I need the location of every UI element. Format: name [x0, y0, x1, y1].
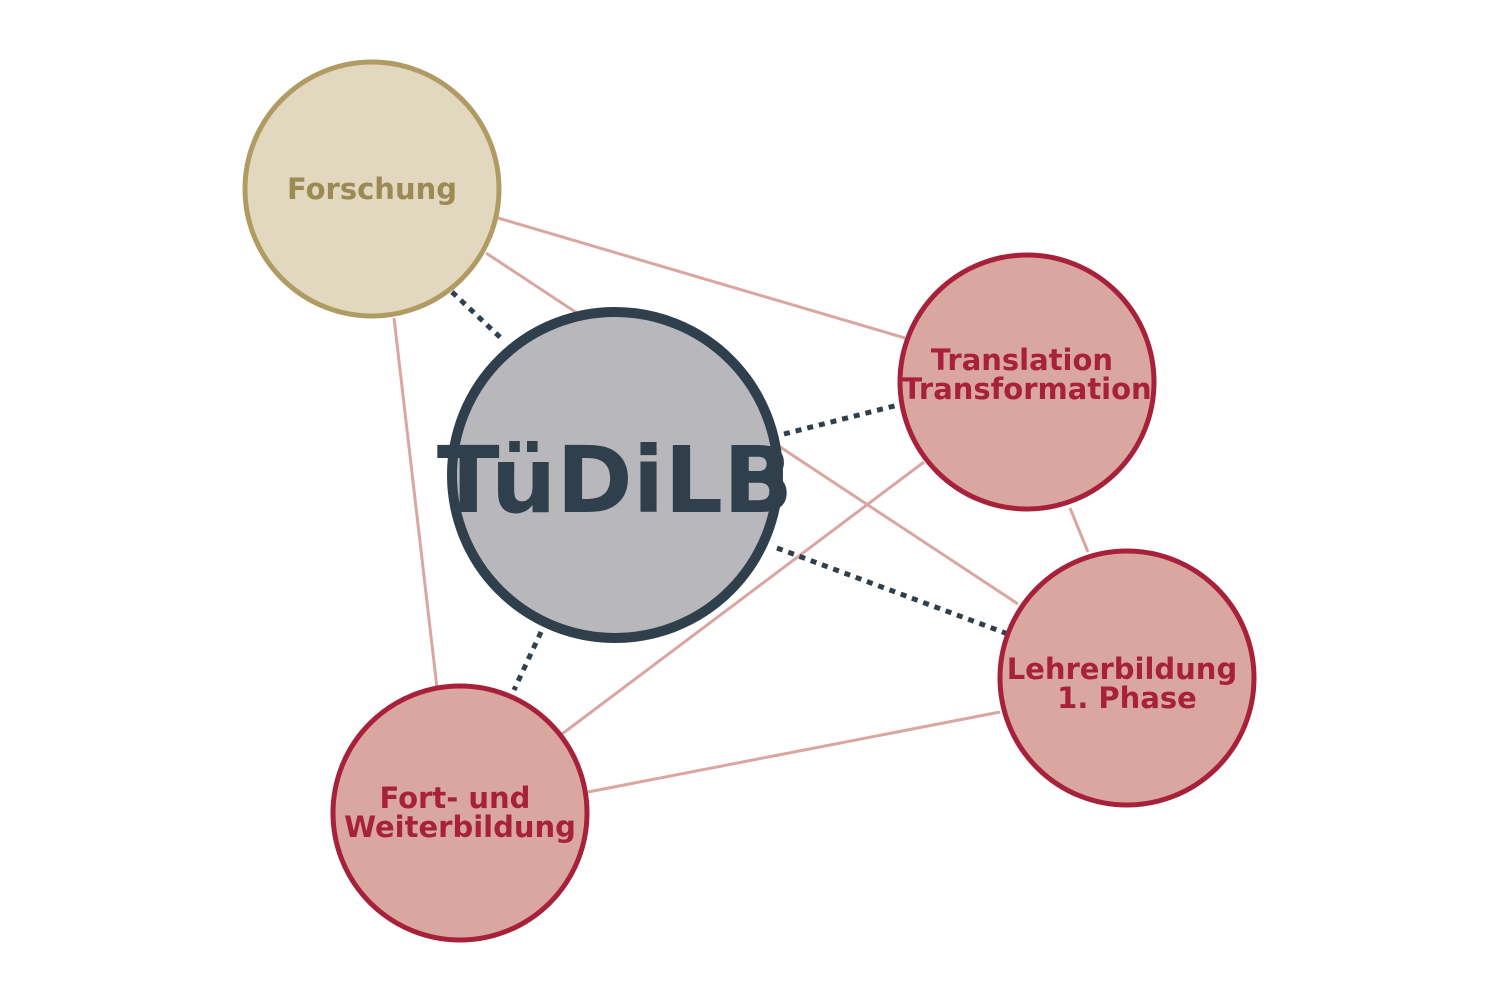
node-center-circle: [447, 307, 783, 643]
node-translation: Translation Transformation: [897, 252, 1157, 512]
link-translation-lehrerbildung: [1068, 507, 1090, 553]
node-forschung-circle: [242, 59, 502, 319]
node-lehrerbildung-label: Lehrerbildung 1. Phase: [1007, 652, 1248, 715]
dotted-link-center-lehrerbildung: [776, 545, 1009, 637]
node-translation-label: Translation Transformation: [902, 343, 1151, 406]
link-translation-fortbildung: [561, 460, 925, 736]
dotted-links: [450, 290, 1009, 692]
node-forschung-label: Forschung: [287, 172, 457, 206]
solid-links: [392, 216, 1090, 794]
node-center-tudilb: TüDiLB: [437, 307, 793, 643]
node-lehrerbildung: Lehrerbildung 1. Phase: [997, 548, 1257, 808]
node-fortbildung-circle: [330, 683, 590, 943]
center-title: TüDiLB: [437, 427, 793, 534]
node-fortbildung: Fort- und Weiterbildung: [330, 683, 590, 943]
dotted-link-center-fortbildung: [511, 630, 544, 692]
dotted-link-center-translation: [783, 402, 899, 437]
link-forschung-fortbildung: [392, 317, 439, 689]
dotted-link-center-forschung: [450, 290, 505, 342]
link-forschung-translation: [497, 216, 906, 340]
node-forschung: Forschung: [242, 59, 502, 319]
node-fortbildung-label: Fort- und Weiterbildung: [344, 781, 576, 844]
node-translation-circle: [897, 252, 1157, 512]
link-fortbildung-lehrerbildung: [587, 710, 1001, 794]
node-lehrerbildung-circle: [997, 548, 1257, 808]
